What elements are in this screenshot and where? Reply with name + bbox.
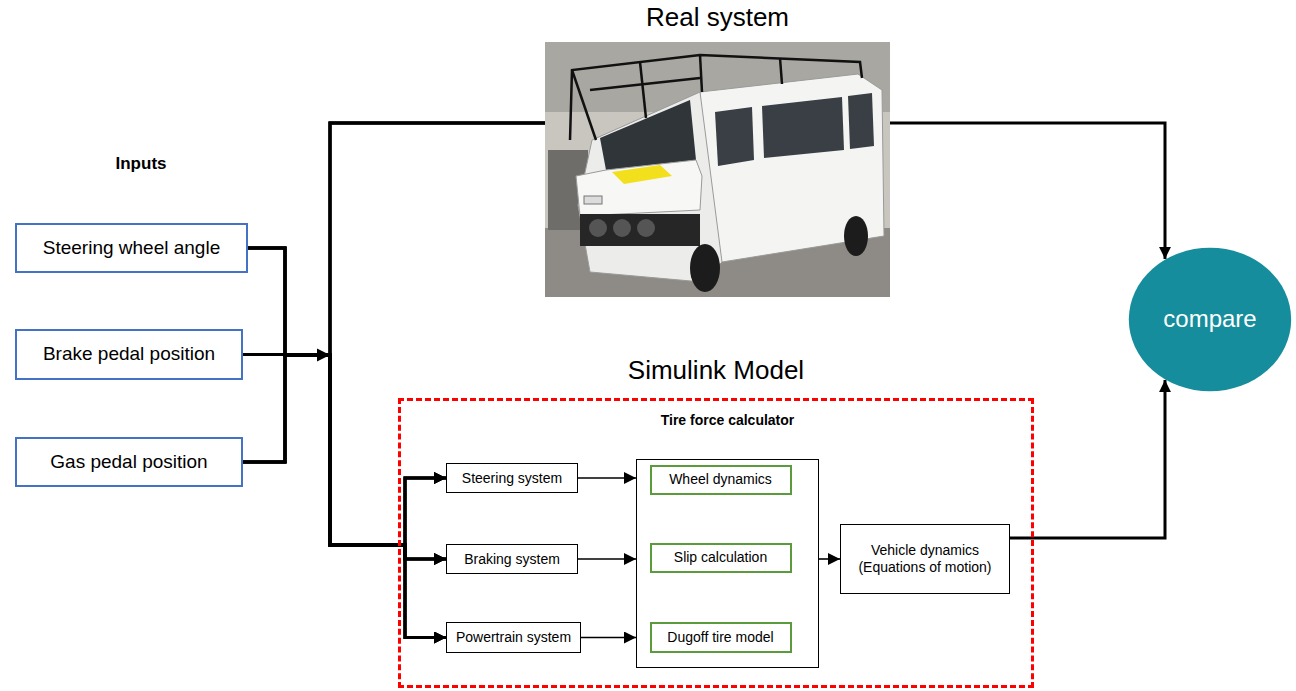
node-heading: Real system xyxy=(505,2,930,33)
subsystem-box: Powertrain system xyxy=(446,622,581,653)
node-label: Dugoff tire model xyxy=(667,629,773,646)
process-box: Wheel dynamics xyxy=(650,465,792,495)
roof-rack xyxy=(570,55,862,140)
hood-stripe xyxy=(612,165,672,184)
connector xyxy=(578,477,636,479)
connector xyxy=(243,123,545,462)
node-label: Powertrain system xyxy=(456,629,571,646)
connector xyxy=(243,355,446,545)
van-door-window xyxy=(715,107,754,166)
node-heading: Tire force calculator xyxy=(597,412,858,428)
photo-background xyxy=(545,42,890,297)
subsystem-box: Steering system xyxy=(446,463,578,493)
van-rear-window xyxy=(848,93,874,149)
connector xyxy=(243,123,545,355)
input-box: Gas pedal position xyxy=(15,437,243,487)
node-label: compare xyxy=(1163,305,1256,334)
node-label: Vehicle dynamics (Equations of motion) xyxy=(841,542,1009,576)
calculator-box: Wheel dynamicsSlip calculationDugoff tir… xyxy=(636,459,819,668)
sensor xyxy=(637,219,655,237)
sensor xyxy=(613,219,631,237)
headlight xyxy=(584,196,602,204)
node-label: Braking system xyxy=(464,551,560,568)
connector xyxy=(243,355,446,560)
subsystem-box: Braking system xyxy=(446,544,578,574)
van-wheel xyxy=(844,216,868,256)
dynamics-box: Vehicle dynamics (Equations of motion) xyxy=(840,524,1010,594)
group-label: Inputs xyxy=(116,154,167,174)
connector xyxy=(819,558,840,560)
connector xyxy=(243,355,446,546)
van-side-window xyxy=(762,97,844,158)
connector xyxy=(248,123,545,355)
connector xyxy=(581,637,636,639)
connector xyxy=(248,248,446,559)
process-box: Slip calculation xyxy=(650,543,792,573)
node-label: Gas pedal position xyxy=(50,451,207,474)
node-label: Steering wheel angle xyxy=(43,237,220,260)
process-box: Dugoff tire model xyxy=(650,622,792,653)
connector xyxy=(890,123,1165,259)
model-boundary: Steering systemBraking systemPowertrain … xyxy=(398,398,1034,688)
van-hood xyxy=(576,160,702,216)
connector xyxy=(578,558,636,560)
node-label: Wheel dynamics xyxy=(669,471,772,488)
van-wheel xyxy=(690,244,720,292)
sensor xyxy=(589,219,607,237)
connector xyxy=(248,248,446,545)
real-system: Real system xyxy=(545,42,890,297)
connector xyxy=(243,355,446,638)
node-label: Steering system xyxy=(462,470,562,487)
node-label: Brake pedal position xyxy=(43,343,215,366)
van-windshield xyxy=(600,100,696,170)
input-box: Steering wheel angle xyxy=(15,223,248,273)
van-bumper xyxy=(580,214,700,246)
compare-ellipse: compare xyxy=(1128,247,1292,392)
van-side xyxy=(700,74,884,262)
connector xyxy=(243,355,446,559)
ellipse-fill xyxy=(1129,248,1291,392)
node-label: Slip calculation xyxy=(674,549,767,566)
connector xyxy=(248,248,446,638)
node-heading: Simulink Model xyxy=(361,355,1071,386)
input-box: Brake pedal position xyxy=(15,329,243,380)
